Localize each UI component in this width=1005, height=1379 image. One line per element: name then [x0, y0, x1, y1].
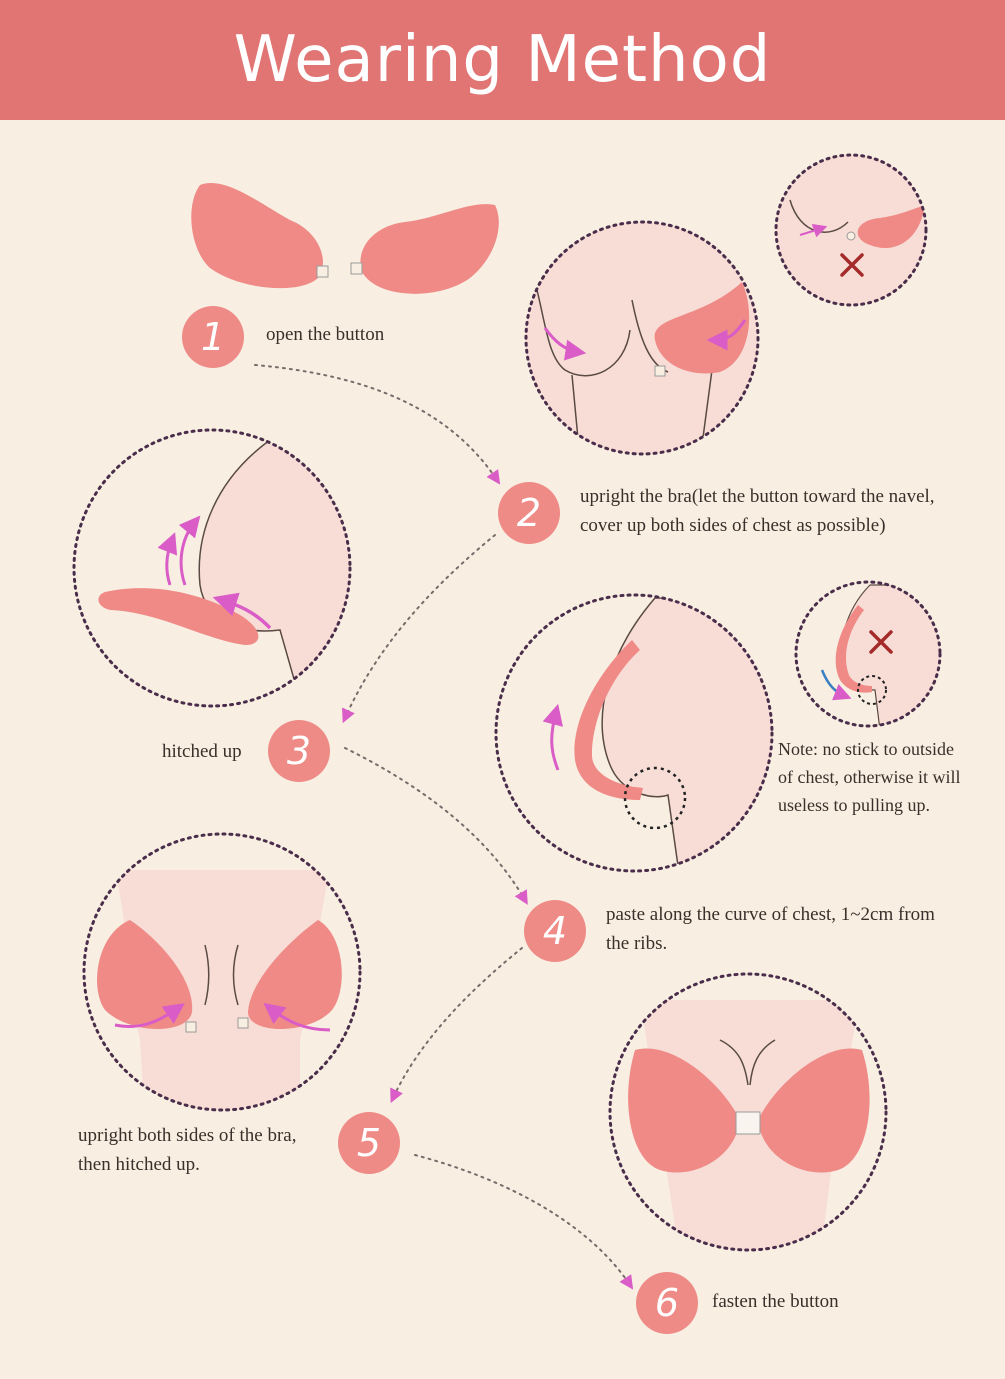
- cross-mark-icon: [869, 630, 893, 654]
- step2-circle-illustration: [524, 220, 760, 456]
- step-3-badge: 3: [268, 720, 330, 782]
- cross-mark-icon: [840, 253, 864, 277]
- caption-line: the ribs.: [606, 933, 668, 954]
- step-2-caption: upright the bra(let the button toward th…: [580, 482, 935, 540]
- cups-open-illustration: [191, 183, 499, 294]
- step-connectors: [254, 364, 634, 1290]
- note-text: Note: no stick to outside of chest, othe…: [778, 735, 960, 819]
- note-line: of chest, otherwise it will: [778, 767, 961, 787]
- step-2-badge: 2: [498, 482, 560, 544]
- step3-circle-illustration: [72, 428, 352, 708]
- caption-line: upright both sides of the bra,: [78, 1125, 297, 1146]
- caption-line: open the button: [266, 324, 385, 345]
- note-line: Note: no stick to outside: [778, 739, 954, 759]
- step-1-badge: 1: [182, 306, 244, 368]
- caption-line: cover up both sides of chest as possible…: [580, 515, 886, 536]
- step-6-caption: fasten the button: [712, 1287, 839, 1316]
- step-1-caption: open the button: [266, 320, 384, 349]
- caption-line: paste along the curve of chest, 1~2cm fr…: [606, 904, 935, 925]
- step-5-caption: upright both sides of the bra, then hitc…: [78, 1121, 296, 1179]
- step-3-caption: hitched up: [162, 737, 242, 766]
- step-5-badge: 5: [338, 1112, 400, 1174]
- step-6-badge: 6: [636, 1272, 698, 1334]
- caption-line: upright the bra(let the button toward th…: [580, 486, 935, 507]
- caption-line: hitched up: [162, 741, 242, 762]
- header-banner: Wearing Method: [0, 0, 1005, 120]
- step-4-badge: 4: [524, 900, 586, 962]
- page-title: Wearing Method: [233, 23, 772, 97]
- step6-circle-illustration: [608, 972, 888, 1252]
- step5-circle-illustration: [82, 832, 362, 1112]
- step2-wrong-circle-illustration: [774, 153, 928, 307]
- caption-line: then hitched up.: [78, 1154, 200, 1175]
- step4-wrong-circle-illustration: [794, 580, 942, 728]
- note-line: useless to pulling up.: [778, 795, 930, 815]
- caption-line: fasten the button: [712, 1291, 839, 1312]
- step4-circle-illustration: [494, 593, 774, 873]
- step-4-caption: paste along the curve of chest, 1~2cm fr…: [606, 900, 935, 958]
